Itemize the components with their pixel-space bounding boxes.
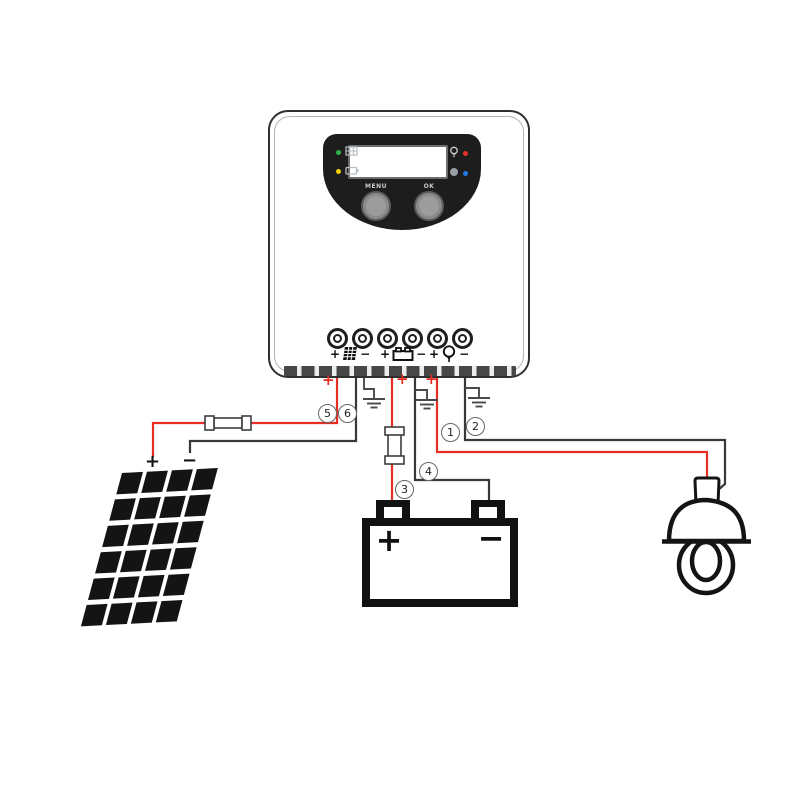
pv-status-led <box>336 150 341 155</box>
terminal-load-plus[interactable] <box>427 328 448 349</box>
solar-ground-symbol <box>363 376 385 409</box>
solar-minus-mark: − <box>360 346 371 361</box>
load-status-icon <box>450 146 458 157</box>
load-wire-plus-mark: + <box>425 370 438 388</box>
battery-icon <box>392 346 414 361</box>
battery-fuse <box>384 426 405 465</box>
ok-button[interactable] <box>414 191 444 221</box>
load-lamp <box>662 476 751 596</box>
solar-wire-plus-mark: + <box>322 371 335 389</box>
solar-panel-icon <box>343 347 357 360</box>
lamp-bulb-inner <box>689 539 723 583</box>
load-minus-mark: − <box>459 346 470 361</box>
comm-status-led <box>463 171 468 176</box>
load-positive-wire <box>435 376 709 481</box>
wire-number-load-plus: 1 <box>441 423 460 442</box>
battery-minus-label: − <box>477 519 505 557</box>
terminal-group-solar: + − <box>330 345 370 362</box>
battery-positive-post <box>376 500 410 518</box>
lamp-icon <box>442 344 456 362</box>
terminal-group-battery: + − <box>380 345 426 362</box>
lamp-shade <box>666 497 747 544</box>
battery-ground-symbol <box>415 389 438 410</box>
menu-button[interactable] <box>361 191 391 221</box>
battery-plus-label: + <box>375 521 403 559</box>
terminal-block-strip <box>284 366 516 376</box>
load-ground-symbol <box>465 387 490 408</box>
battery-negative-post <box>471 500 505 518</box>
ok-button-label: OK <box>423 183 435 190</box>
battery-negative-wire <box>413 376 491 503</box>
solar-fuse <box>204 415 252 431</box>
settings-icon <box>450 168 458 176</box>
terminal-battery-plus[interactable] <box>377 328 398 349</box>
wire-number-solar-minus: 6 <box>338 404 357 423</box>
lcd-screen <box>348 145 448 179</box>
pv-status-icon <box>345 146 358 156</box>
load-negative-wire <box>463 376 727 491</box>
wire-number-battery-minus: 4 <box>419 462 438 481</box>
terminal-solar-plus[interactable] <box>327 328 348 349</box>
terminal-battery-minus[interactable] <box>402 328 423 349</box>
wire-number-battery-plus: 3 <box>395 480 414 499</box>
lamp-socket <box>693 476 721 506</box>
terminal-group-load: + − <box>429 344 470 362</box>
battery-status-icon <box>345 166 359 175</box>
load-plus-mark: + <box>429 346 440 361</box>
fault-status-led <box>463 151 468 156</box>
wire-number-solar-plus: 5 <box>318 404 337 423</box>
battery-minus-mark: − <box>416 346 427 361</box>
battery-wire-plus-mark: + <box>396 370 409 388</box>
terminal-load-minus[interactable] <box>452 328 473 349</box>
battery-status-led <box>336 169 341 174</box>
controller-display-panel: MENU OK <box>323 134 481 230</box>
terminal-solar-minus[interactable] <box>352 328 373 349</box>
battery-plus-mark: + <box>380 346 391 361</box>
solar-plus-mark: + <box>330 346 341 361</box>
battery-body <box>362 518 518 607</box>
menu-button-label: MENU <box>365 183 387 190</box>
solar-panel-plus-label: + <box>145 451 161 472</box>
wire-number-load-minus: 2 <box>466 417 485 436</box>
solar-panel-minus-label: − <box>182 450 198 471</box>
